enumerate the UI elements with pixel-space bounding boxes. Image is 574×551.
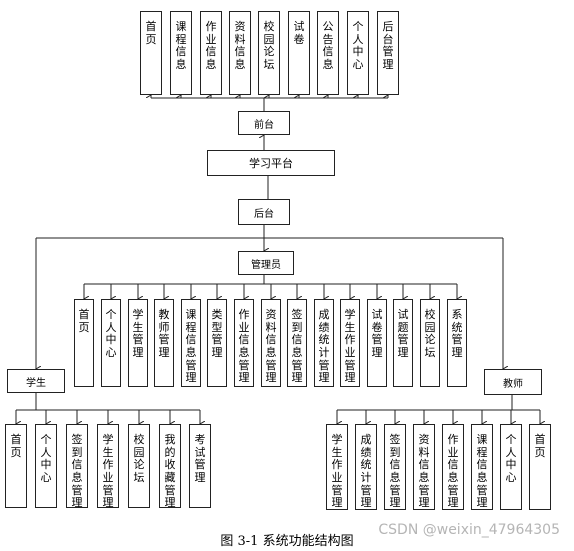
- front-box: 前台: [238, 111, 290, 135]
- teacher-item: 成绩统计管理: [355, 424, 377, 510]
- back-box: 后台: [238, 199, 290, 225]
- admin-item: 试题管理: [393, 299, 413, 387]
- student-item: 个人中心: [35, 424, 57, 508]
- platform-box: 学习平台: [207, 150, 335, 176]
- teacher-item: 首页: [529, 424, 551, 510]
- teacher-item: 作业信息管理: [442, 424, 464, 510]
- admin-item: 首页: [74, 299, 94, 387]
- admin-item: 试卷管理: [367, 299, 387, 387]
- teacher-item: 学生作业管理: [326, 424, 348, 510]
- figure-caption: 图 3-1 系统功能结构图: [220, 534, 354, 549]
- top-item: 首页: [140, 11, 162, 95]
- admin-item: 学生作业管理: [340, 299, 360, 387]
- top-item: 校园论坛: [258, 11, 280, 95]
- admin-item: 类型管理: [207, 299, 227, 387]
- top-item: 课程信息: [170, 11, 192, 95]
- admin-item: 系统管理: [447, 299, 467, 387]
- admin-item: 资料信息管理: [261, 299, 281, 387]
- admin-item: 学生管理: [128, 299, 148, 387]
- teacher-box: 教师: [484, 369, 542, 395]
- teacher-item: 个人中心: [500, 424, 522, 510]
- teacher-item: 课程信息管理: [471, 424, 493, 510]
- top-item: 资料信息: [229, 11, 251, 95]
- student-item: 校园论坛: [128, 424, 150, 508]
- student-box: 学生: [7, 369, 65, 393]
- admin-box: 管理员: [238, 251, 294, 275]
- admin-item: 校园论坛: [420, 299, 440, 387]
- student-item: 考试管理: [189, 424, 211, 508]
- teacher-item: 资料信息管理: [413, 424, 435, 510]
- student-item: 学生作业管理: [97, 424, 119, 509]
- watermark: CSDN @weixin_47964305: [378, 522, 560, 538]
- student-item: 签到信息管理: [66, 424, 88, 509]
- teacher-item: 签到信息管理: [384, 424, 406, 510]
- admin-item: 作业信息管理: [234, 299, 254, 387]
- student-item: 首页: [5, 424, 27, 508]
- top-item: 个人中心: [347, 11, 369, 95]
- top-item: 作业信息: [200, 11, 222, 95]
- top-item: 公告信息: [317, 11, 339, 95]
- top-item: 后台管理: [377, 11, 399, 95]
- admin-item: 个人中心: [101, 299, 121, 387]
- admin-item: 成绩统计管理: [314, 299, 334, 387]
- admin-item: 签到信息管理: [287, 299, 307, 387]
- admin-item: 课程信息管理: [181, 299, 201, 387]
- student-item: 我的收藏管理: [159, 424, 181, 509]
- top-item: 试卷: [288, 11, 310, 95]
- admin-item: 教师管理: [154, 299, 174, 387]
